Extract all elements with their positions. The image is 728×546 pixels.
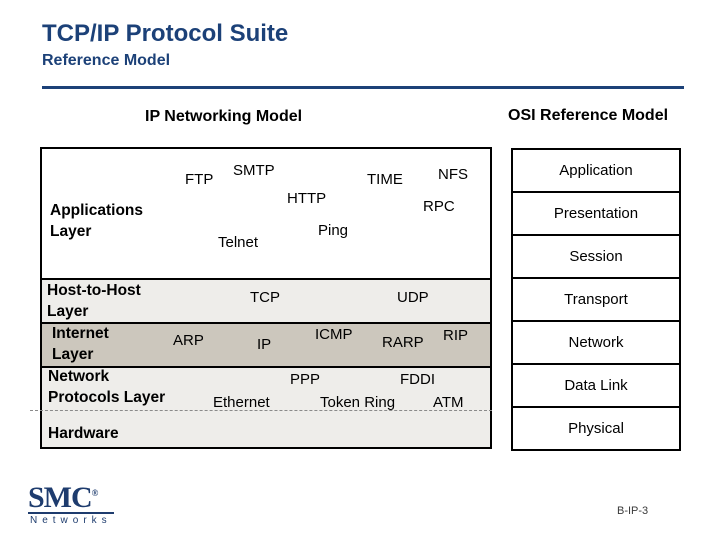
osi-layer-session: Session	[513, 234, 679, 277]
osi-layer-physical: Physical	[513, 406, 679, 449]
layer-section-hardware	[42, 410, 490, 447]
layer-section-internet	[42, 324, 490, 366]
protocol-nfs: NFS	[438, 166, 468, 183]
osi-layer-data-link: Data Link	[513, 363, 679, 406]
protocol-ftp: FTP	[185, 171, 214, 188]
logo-brand-text: SMC®	[28, 480, 116, 514]
protocol-rip: RIP	[443, 327, 469, 344]
protocol-rpc: RPC	[423, 198, 455, 215]
protocol-arp: ARP	[173, 332, 204, 349]
layer-section-applications	[42, 149, 490, 278]
hardware-divider	[30, 410, 492, 411]
protocol-fddi: FDDI	[400, 371, 435, 388]
page-number: B-IP-3	[617, 505, 649, 517]
logo-brand-name: SMC	[28, 481, 93, 514]
title-divider	[42, 86, 684, 89]
page-title: TCP/IP Protocol Suite	[42, 20, 289, 47]
protocol-ppp: PPP	[290, 371, 321, 388]
protocol-tcp: TCP	[250, 289, 280, 306]
layer-section-network-protocols	[42, 368, 490, 410]
layer-divider	[42, 366, 490, 368]
protocol-ping: Ping	[318, 222, 349, 239]
protocol-time: TIME	[367, 171, 403, 188]
osi-layer-network: Network	[513, 320, 679, 363]
logo-divider	[28, 512, 114, 514]
osi-model-header: OSI Reference Model	[508, 107, 669, 124]
osi-layer-application: Application	[559, 162, 633, 179]
protocol-token-ring: Token Ring	[320, 394, 396, 411]
smc-networks-logo: SMC® Networks	[28, 480, 116, 526]
protocol-rarp: RARP	[382, 334, 424, 351]
logo-tagline: Networks	[30, 515, 112, 526]
layer-backgrounds	[42, 149, 490, 447]
layer-divider	[42, 322, 490, 324]
protocol-udp: UDP	[397, 289, 429, 306]
ip-model-header: IP Networking Model	[145, 108, 303, 125]
layer-label-internet: Internet Layer	[52, 325, 109, 363]
osi-model-diagram: Application Presentation Session Transpo…	[511, 148, 681, 451]
protocol-telnet: Telnet	[218, 234, 259, 251]
layer-section-host-to-host	[42, 280, 490, 322]
layer-label-host-to-host: Host-to-Host Layer	[47, 282, 141, 320]
layer-label-applications: Applications Layer	[50, 202, 144, 240]
osi-layer-transport: Transport	[513, 277, 679, 320]
protocol-icmp: ICMP	[315, 326, 353, 343]
layer-label-hardware: Hardware	[48, 425, 119, 442]
protocol-ethernet: Ethernet	[213, 394, 270, 411]
protocol-smtp: SMTP	[233, 162, 275, 179]
osi-layer-presentation: Presentation	[513, 191, 679, 234]
protocol-ip: IP	[257, 336, 272, 353]
layer-divider	[42, 278, 490, 280]
protocol-http: HTTP	[287, 190, 327, 207]
page-subtitle: Reference Model	[42, 52, 171, 69]
registered-trademark-icon: ®	[91, 488, 99, 498]
protocol-atm: ATM	[433, 394, 464, 411]
layer-label-network-protocols: Network Protocols Layer	[48, 368, 166, 406]
ip-model-diagram: Applications Layer Host-to-Host Layer In…	[30, 147, 492, 449]
